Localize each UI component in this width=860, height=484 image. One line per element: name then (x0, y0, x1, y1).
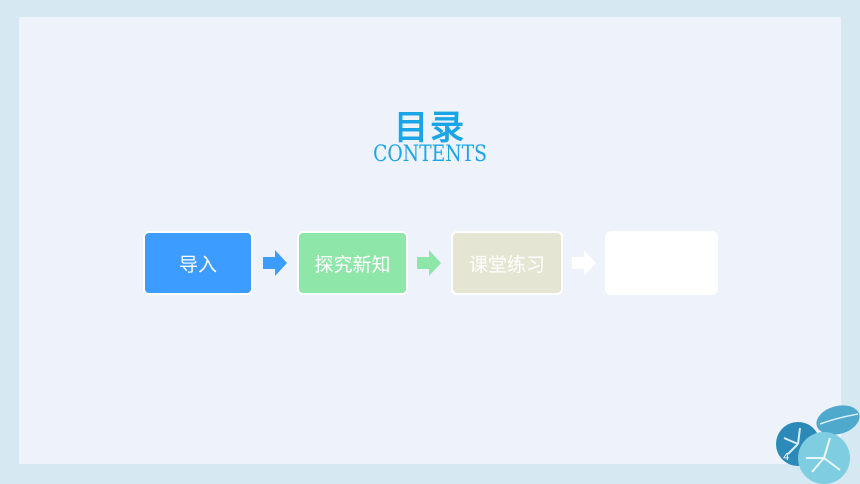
page-title: 目录 (394, 108, 466, 148)
page-number: 4 (783, 452, 790, 463)
monstera-leaf-icon (776, 405, 860, 484)
arrow-right-icon (572, 250, 596, 276)
step-box-practice[interactable]: 课堂练习 (451, 231, 563, 295)
step-label: 导入 (178, 253, 217, 276)
step-label: 探究新知 (314, 253, 391, 276)
step-box-explore[interactable]: 探究新知 (297, 231, 408, 295)
step-label: 课堂练习 (468, 253, 545, 276)
page-subtitle: CONTENTS (373, 142, 487, 167)
arrow-right-icon (417, 250, 441, 276)
step-box-intro[interactable]: 导入 (143, 231, 253, 295)
step-box-empty[interactable] (605, 231, 718, 295)
arrow-right-icon (263, 250, 287, 276)
